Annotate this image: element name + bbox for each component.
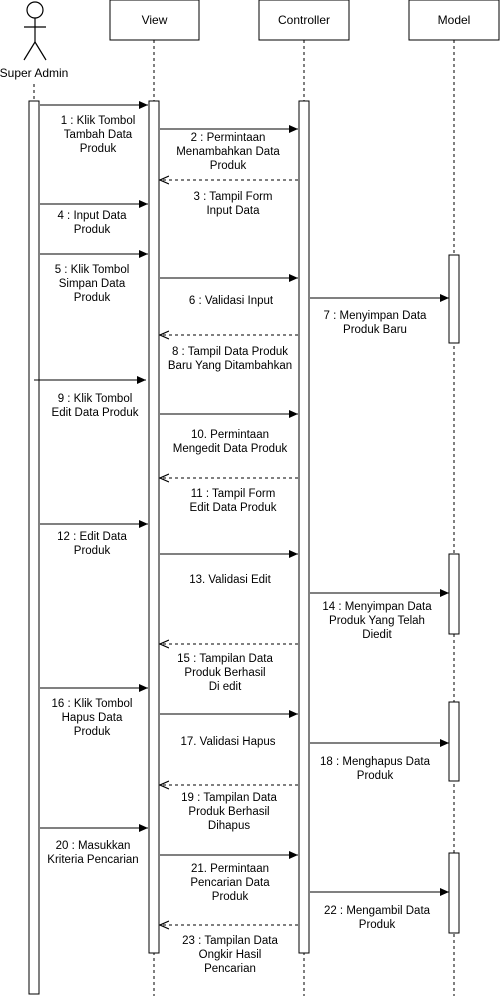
activation-model-1 [448,254,460,344]
actor-label: Super Admin [0,66,68,80]
actor-super-admin [23,1,47,61]
participant-view: View [109,0,200,41]
svg-text:View: View [142,13,168,27]
participant-controller: Controller [258,0,350,41]
message-label-6: 6 : Validasi Input [189,295,274,307]
activation-model-3 [448,701,460,782]
activation-controller [298,100,310,954]
activation-view [148,100,160,954]
svg-text:Model: Model [438,13,471,27]
svg-text:Controller: Controller [278,13,330,27]
message-label-17: 17. Validasi Hapus [180,736,275,748]
participant-model: Model [408,0,500,41]
activation-model-4 [448,852,460,934]
activation-model-2 [448,553,460,635]
message-label-13: 13. Validasi Edit [189,574,271,586]
activation-admin [28,100,40,995]
